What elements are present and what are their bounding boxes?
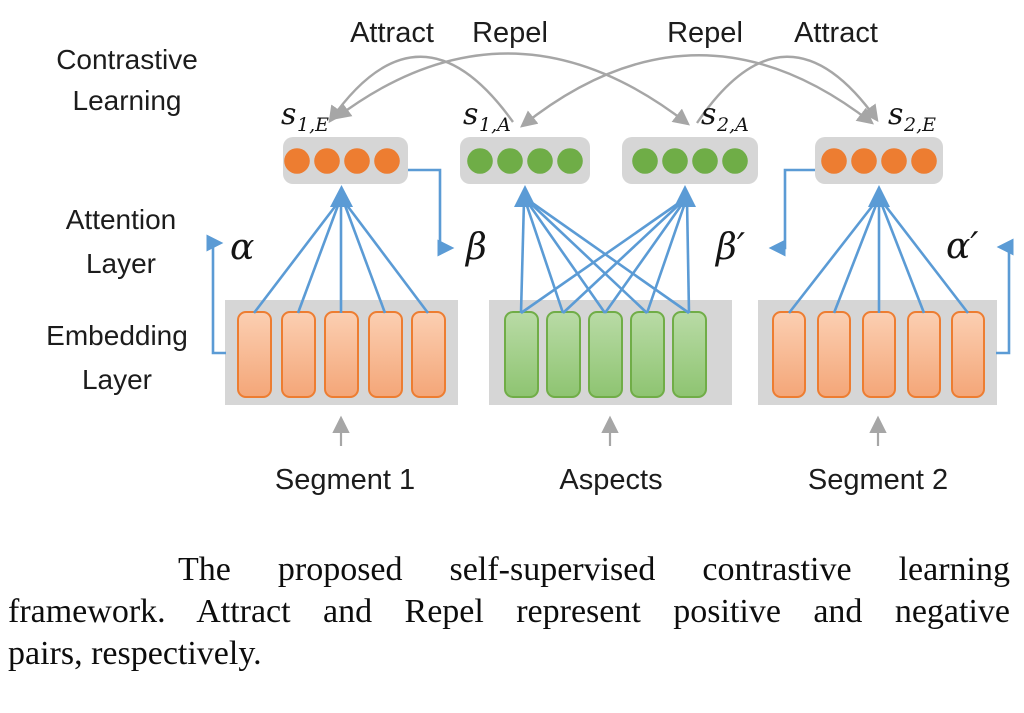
s2A-sub: 2,A — [716, 114, 749, 136]
caption-line-3: pairs, respectively. — [8, 635, 262, 672]
repel-arc-left — [333, 52, 690, 126]
segment2-cells — [772, 311, 985, 398]
attention-line1: Attention — [66, 204, 177, 235]
state-label-s1A: s 1,A — [463, 97, 511, 136]
embedding-box-segment1 — [225, 300, 458, 405]
input-label-aspects: Aspects — [559, 464, 662, 496]
attention-fan-aspects-to-s2A — [520, 185, 696, 315]
pair-label-attract-right: Attract — [794, 17, 878, 49]
layer-label-contrastive-learning: Contrastive Learning — [56, 44, 198, 116]
weight-label-alpha-prime: α′ — [946, 226, 978, 267]
layer-label-attention: Attention Layer — [66, 204, 177, 279]
attention-box-s2E — [815, 137, 943, 184]
fan-arrowhead — [868, 185, 890, 207]
weight-label-alpha: α — [230, 227, 254, 268]
contrastive-arcs — [328, 52, 879, 128]
contrastive-line1: Contrastive — [56, 44, 198, 75]
s1E-sub: 1,E — [297, 114, 329, 136]
fan-arrowhead — [330, 185, 353, 207]
attention-box-s1A — [460, 137, 590, 184]
layer-label-embedding: Embedding Layer — [46, 320, 188, 395]
attention-fan-segment1 — [252, 185, 430, 314]
state-label-s2A: s 2,A — [701, 97, 749, 136]
figure-caption: The proposed self-supervised contrastive… — [8, 549, 1010, 675]
segment1-cells — [237, 311, 446, 398]
pair-label-repel-right: Repel — [667, 17, 743, 49]
state-label-s1E: s 1,E — [281, 97, 329, 136]
attention-box-s1E — [283, 137, 408, 184]
attention-box-s2A — [622, 137, 758, 184]
fan-arrowhead — [674, 185, 696, 207]
s2A-main: s — [701, 97, 716, 132]
embedding-line1: Embedding — [46, 320, 188, 351]
embedding-box-segment2 — [758, 300, 997, 405]
s2A-dots — [632, 148, 748, 174]
attention-fan-aspects-to-s1A — [514, 185, 690, 315]
pair-label-repel-left: Repel — [472, 17, 548, 49]
attract-arc-right — [696, 55, 879, 124]
fan-arrowhead — [514, 185, 536, 207]
s1E-dots — [284, 148, 400, 174]
aspects-cells — [504, 311, 707, 398]
alpha-bracket-arrow — [206, 234, 226, 355]
framework-diagram: Attract Repel Repel Attract Contrastive … — [46, 17, 1014, 496]
input-label-segment2: Segment 2 — [808, 464, 948, 496]
s2E-sub: 2,E — [903, 114, 936, 136]
s2E-main: s — [888, 97, 903, 132]
beta-bracket-arrow — [408, 168, 455, 257]
pair-label-attract-left: Attract — [350, 17, 434, 49]
embedding-box-aspects — [489, 300, 732, 405]
s1E-main: s — [281, 97, 296, 132]
caption-line-1: The proposed self-supervised contrastive… — [178, 551, 1010, 588]
embedding-line2: Layer — [82, 364, 152, 395]
s1A-dots — [467, 148, 583, 174]
repel-arc-right — [520, 54, 874, 128]
weight-label-beta-prime: β′ — [714, 227, 745, 268]
attention-line2: Layer — [86, 248, 156, 279]
contrastive-line2: Learning — [73, 85, 182, 116]
alpha-prime-bracket-arrow — [996, 238, 1014, 355]
input-label-segment1: Segment 1 — [275, 464, 415, 496]
state-label-s2E: s 2,E — [888, 97, 936, 136]
s1A-main: s — [463, 97, 478, 132]
s2E-dots — [821, 148, 937, 174]
s1A-sub: 1,A — [479, 114, 511, 136]
attract-arc-left — [328, 55, 514, 124]
weight-label-beta: β — [464, 227, 487, 268]
caption-line-2: framework. Attract and Repel represent p… — [8, 593, 1010, 630]
beta-prime-bracket-arrow — [768, 168, 815, 257]
attention-fan-segment2 — [787, 185, 970, 314]
